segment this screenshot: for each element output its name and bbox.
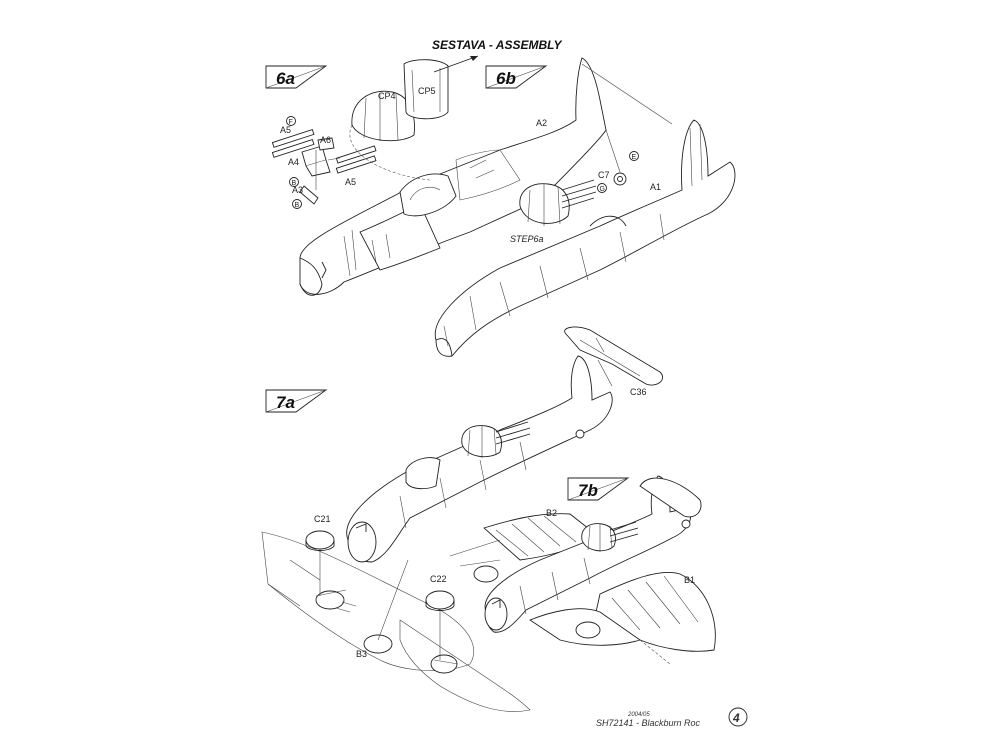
footer-year: 2004/05 <box>627 712 650 718</box>
part-c22-label: C22 <box>430 574 447 584</box>
fuselage-step-7a <box>346 355 613 563</box>
part-a1-label: A1 <box>650 182 661 192</box>
step-7b-tag: 7b <box>567 477 630 501</box>
fuselage-step-7b <box>459 475 702 633</box>
part-c7-label: C7 <box>598 170 610 180</box>
marker-b-2: B <box>295 202 300 209</box>
step-6a-label: 6a <box>276 69 295 88</box>
part-a2-label: A2 <box>536 118 547 128</box>
marker-b-1: B <box>292 180 297 187</box>
page-number: 4 <box>732 711 740 725</box>
part-c21: C21 <box>305 514 335 551</box>
wing-underside-7a: B3 <box>261 531 475 671</box>
marker-f: F <box>289 119 293 126</box>
part-c22: C22 <box>425 574 455 611</box>
canopy-parts: CP4 CP5 <box>351 55 479 142</box>
marker-g: G <box>600 186 605 193</box>
part-b3-label: B3 <box>356 649 367 659</box>
sheet-title: SESTAVA - ASSEMBLY <box>432 38 563 52</box>
fuselage-a1: A1 <box>434 119 736 357</box>
marker-e: E <box>632 154 637 161</box>
step-7a-label: 7a <box>276 393 295 412</box>
part-a6-label: A6 <box>320 135 331 145</box>
tailplane-c36: C36 <box>564 326 664 397</box>
cockpit-small-parts: A5 A6 A4 A5 A3 F B B <box>271 116 377 209</box>
part-cp4-label: CP4 <box>378 91 396 101</box>
turret-step6a: STEP6a <box>510 179 597 244</box>
footer-code: SH72141 - Blackburn Roc <box>596 718 701 728</box>
part-b2-label: B2 <box>546 508 557 518</box>
fuselage-half-a2: A2 <box>299 57 607 296</box>
wing-b1: B1 <box>529 571 716 665</box>
step-6b-label: 6b <box>496 69 516 88</box>
step-ref-label: STEP6a <box>510 234 544 244</box>
part-b1-label: B1 <box>684 575 695 585</box>
part-cp5-label: CP5 <box>418 86 436 96</box>
step-6b-tag: 6b <box>485 65 548 89</box>
step-6a-tag: 6a <box>265 65 328 89</box>
footer: 2004/05 SH72141 - Blackburn Roc 4 <box>596 707 748 728</box>
part-a5-left-label: A5 <box>280 125 291 135</box>
part-c21-label: C21 <box>314 514 331 524</box>
tailwheel-c7: C7 E G <box>581 63 673 193</box>
part-a5-right-label: A5 <box>345 177 356 187</box>
part-a4-label: A4 <box>288 157 299 167</box>
part-a3-label: A3 <box>292 185 303 195</box>
wing-lower-section <box>399 608 531 712</box>
step-7b-label: 7b <box>578 481 598 500</box>
step-7a-tag: 7a <box>265 389 328 413</box>
part-c36-label: C36 <box>630 387 647 397</box>
